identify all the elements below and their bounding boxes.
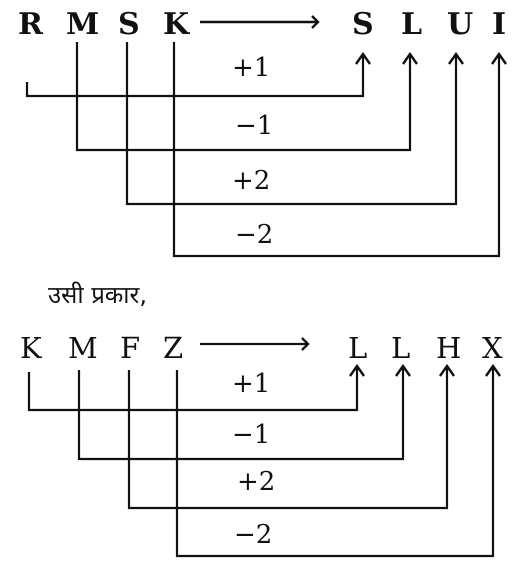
top-source-row: R M S K: [18, 7, 190, 42]
top-target-letter: U: [447, 7, 473, 42]
bottom-source-letter: F: [120, 331, 140, 365]
bottom-connector-4: [175, 366, 493, 558]
top-source-letter: M: [66, 7, 99, 42]
bottom-op-label: −1: [232, 420, 270, 450]
bottom-target-letter: L: [391, 331, 410, 365]
bottom-target-letter: L: [348, 331, 367, 365]
bottom-connector-1: [27, 366, 357, 412]
bottom-connector-2: [77, 366, 403, 461]
bottom-target-row: L L H X: [348, 331, 503, 365]
top-connector-1: [25, 54, 363, 98]
bottom-target-letter: H: [436, 331, 461, 365]
bottom-source-letter: Z: [163, 331, 183, 365]
top-target-letter: S: [352, 7, 374, 42]
bottom-source-row: K M F Z: [20, 331, 183, 365]
top-op-label: +1: [232, 53, 270, 83]
top-target-row: S L U I: [352, 7, 506, 42]
top-source-letter: K: [163, 7, 190, 42]
top-connectors: [25, 42, 499, 258]
top-op-label: +2: [232, 166, 270, 196]
top-op-label: −1: [235, 111, 273, 141]
bottom-source-letter: M: [68, 331, 98, 365]
top-op-label: −2: [235, 220, 273, 250]
top-operations: +1 −1 +2 −2: [232, 53, 273, 250]
bottom-source-letter: K: [20, 331, 43, 365]
top-source-letter: S: [118, 7, 140, 42]
top-connector-3: [125, 42, 456, 206]
connector-text: उसी प्रकार,: [48, 281, 147, 309]
bottom-op-label: −2: [234, 520, 272, 550]
top-source-letter: R: [18, 7, 44, 42]
bottom-connector-3: [127, 366, 447, 510]
top-connector-2: [75, 42, 410, 152]
bottom-op-label: +1: [232, 369, 270, 399]
bottom-target-letter: X: [482, 331, 503, 365]
top-target-letter: L: [401, 7, 422, 42]
bottom-connectors: [27, 366, 493, 558]
bottom-operations: +1 −1 +2 −2: [232, 369, 275, 550]
top-target-letter: I: [492, 7, 506, 42]
top-connector-4: [172, 42, 499, 258]
bottom-op-label: +2: [237, 467, 275, 497]
